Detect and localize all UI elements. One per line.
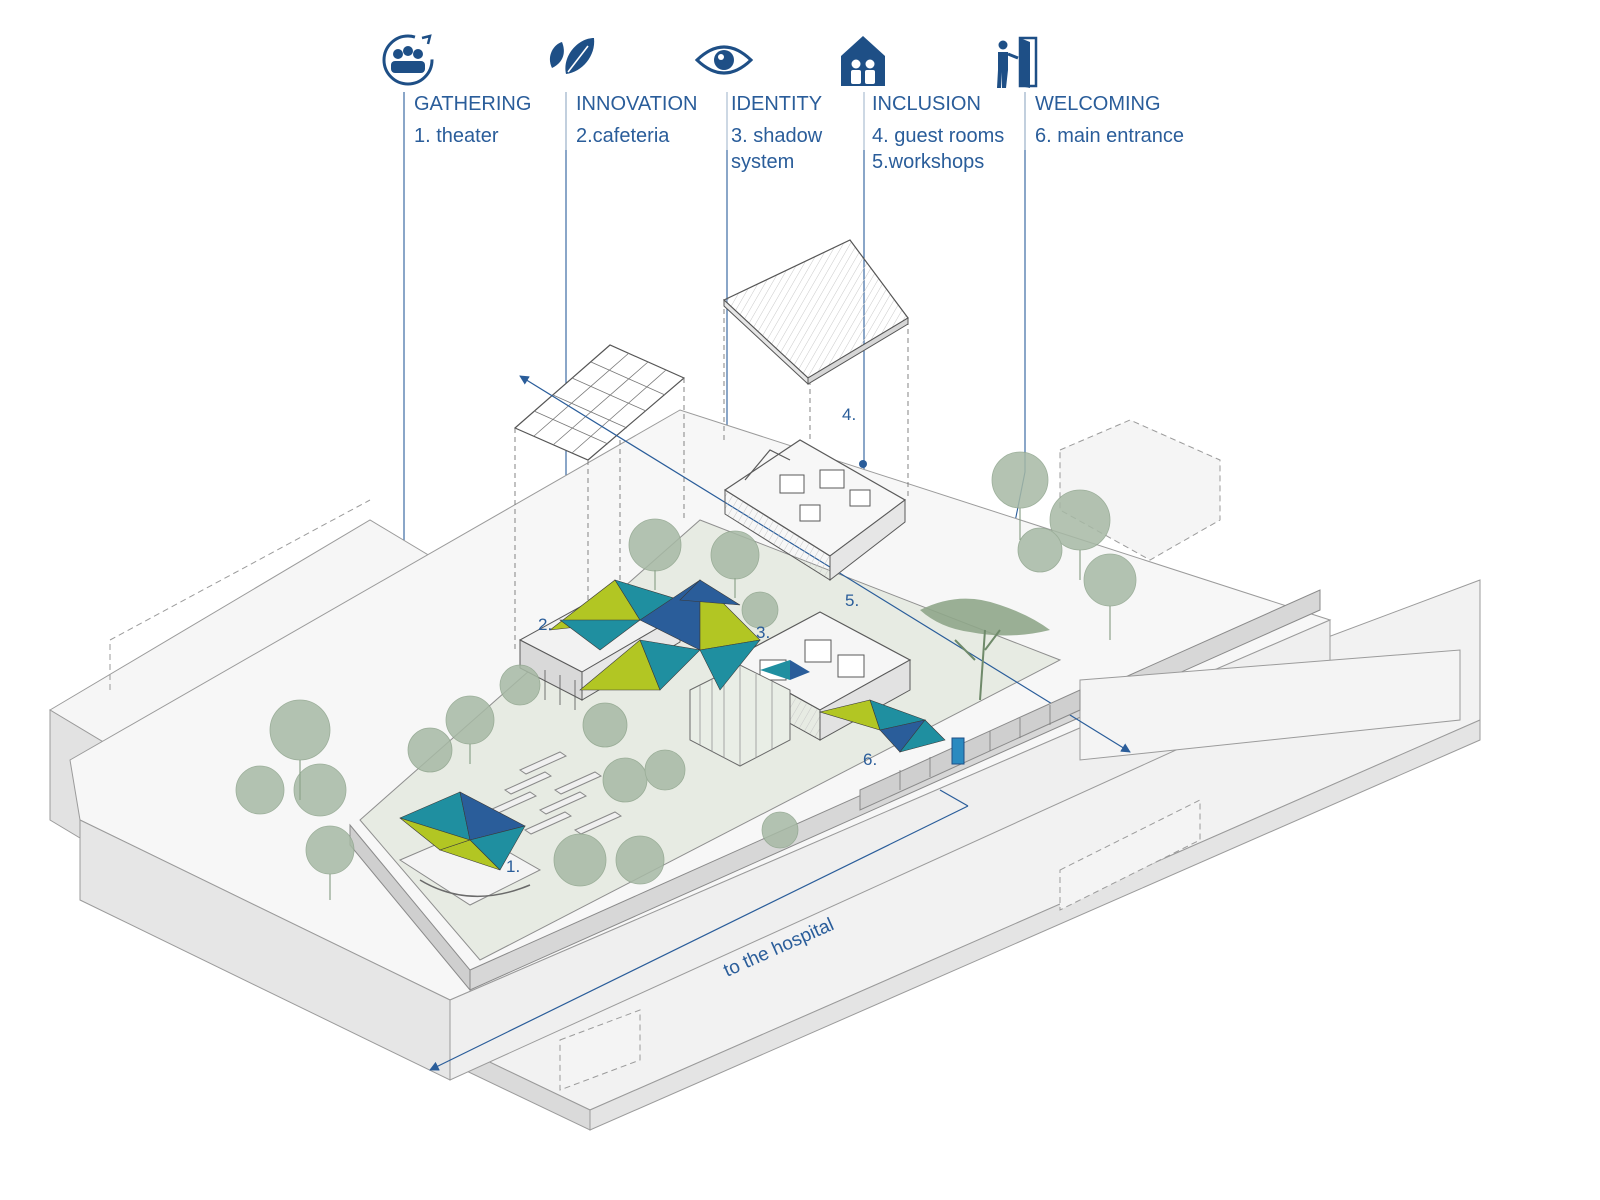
marker-workshops: 5.: [845, 591, 859, 610]
program-heading-identity: IDENTITY: [731, 93, 822, 115]
program-heading-gathering: GATHERING: [414, 93, 531, 115]
guest-rooms-building: [723, 439, 907, 582]
entrance-door: [951, 737, 965, 765]
person-door-icon: [997, 36, 1038, 88]
program-separators: [565, 92, 1026, 150]
program-heading-innovation: INNOVATION: [576, 93, 697, 115]
program-labels: GATHERING 1. theater INNOVATION 2.cafete…: [414, 93, 1184, 173]
marker-cafeteria: 2.: [538, 615, 552, 634]
program-heading-inclusion: INCLUSION: [872, 93, 981, 115]
workshops-building: [689, 611, 912, 767]
eye-icon: [694, 45, 754, 75]
shade-sails-cluster: [548, 579, 761, 691]
program-item-guest-rooms: 4. guest rooms: [872, 125, 1004, 147]
acacia-tree: [920, 598, 1050, 701]
shade-sail-entrance: [818, 699, 946, 753]
leaves-icon: [549, 38, 595, 74]
entrance-area: [859, 689, 1081, 811]
house-family-icon: [841, 36, 885, 86]
trees: [235, 451, 1137, 887]
number-markers: 1. 2. 3. 4. 5. 6.: [506, 405, 877, 876]
marker-guest-rooms: 4.: [842, 405, 856, 424]
leader-dot-guest-rooms: [859, 460, 867, 468]
gathering-people-icon: [382, 34, 434, 86]
theater-seating: [488, 751, 623, 835]
program-heading-welcoming: WELCOMING: [1035, 93, 1161, 115]
program-item-theater: 1. theater: [414, 125, 499, 147]
program-item-workshops: 5.workshops: [872, 151, 984, 173]
program-item-shadow: 3. shadow: [731, 125, 823, 147]
marker-main-entrance: 6.: [863, 750, 877, 769]
program-item-shadow-system: system: [731, 151, 794, 173]
marker-shadow-system: 3.: [756, 623, 770, 642]
program-item-main-entrance: 6. main entrance: [1035, 125, 1184, 147]
program-item-cafeteria: 2.cafeteria: [576, 125, 670, 147]
gable-roof-exploded: [722, 239, 909, 386]
tree-trunks: [299, 508, 1111, 900]
shade-sail-theater: [399, 791, 526, 871]
marker-theater: 1.: [506, 857, 520, 876]
